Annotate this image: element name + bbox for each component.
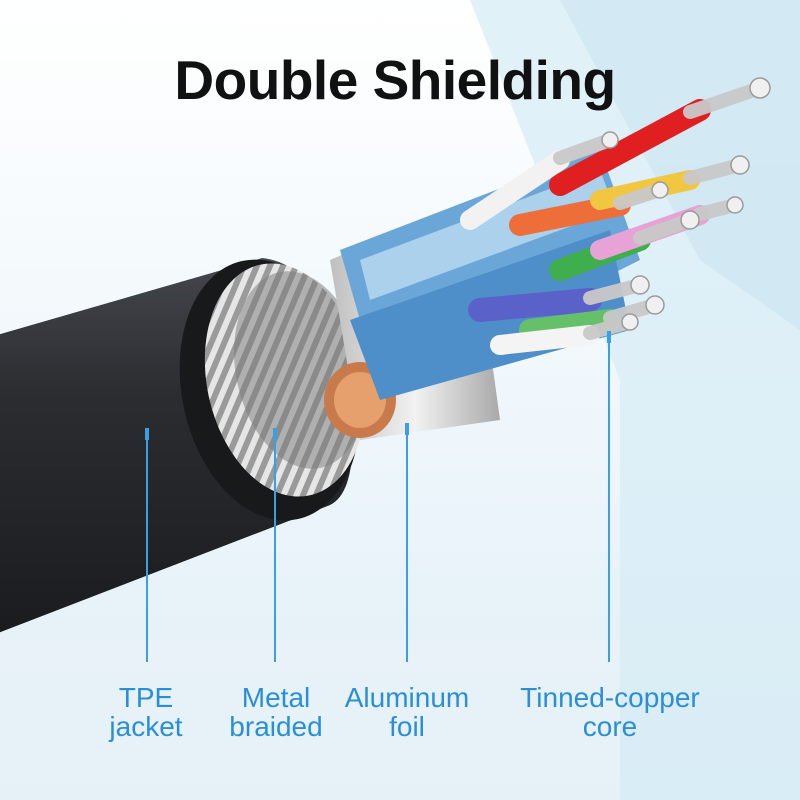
label-aluminum-foil-line1: Aluminum	[344, 682, 470, 713]
label-tinned-copper-core-line2: core	[582, 711, 638, 742]
pointer-tpe-jacket	[145, 428, 149, 662]
pointer-metal-braided	[273, 428, 277, 662]
label-metal-braided-line2: braided	[229, 711, 323, 742]
label-tpe-jacket: TPE jacket	[96, 683, 196, 741]
label-aluminum-foil-line2: foil	[389, 711, 425, 742]
pointer-tinned-copper-core	[607, 331, 611, 662]
pointer-aluminum-foil	[405, 423, 409, 662]
label-tpe-jacket-line1: TPE	[118, 682, 174, 713]
label-aluminum-foil: Aluminum foil	[336, 683, 478, 741]
label-tpe-jacket-line2: jacket	[109, 711, 183, 742]
label-tinned-copper-core-line1: Tinned-copper	[520, 682, 700, 713]
label-metal-braided: Metal braided	[216, 683, 336, 741]
label-metal-braided-line1: Metal	[241, 682, 311, 713]
label-tinned-copper-core: Tinned-copper core	[512, 683, 708, 741]
page-title: Double Shielding	[174, 49, 616, 111]
